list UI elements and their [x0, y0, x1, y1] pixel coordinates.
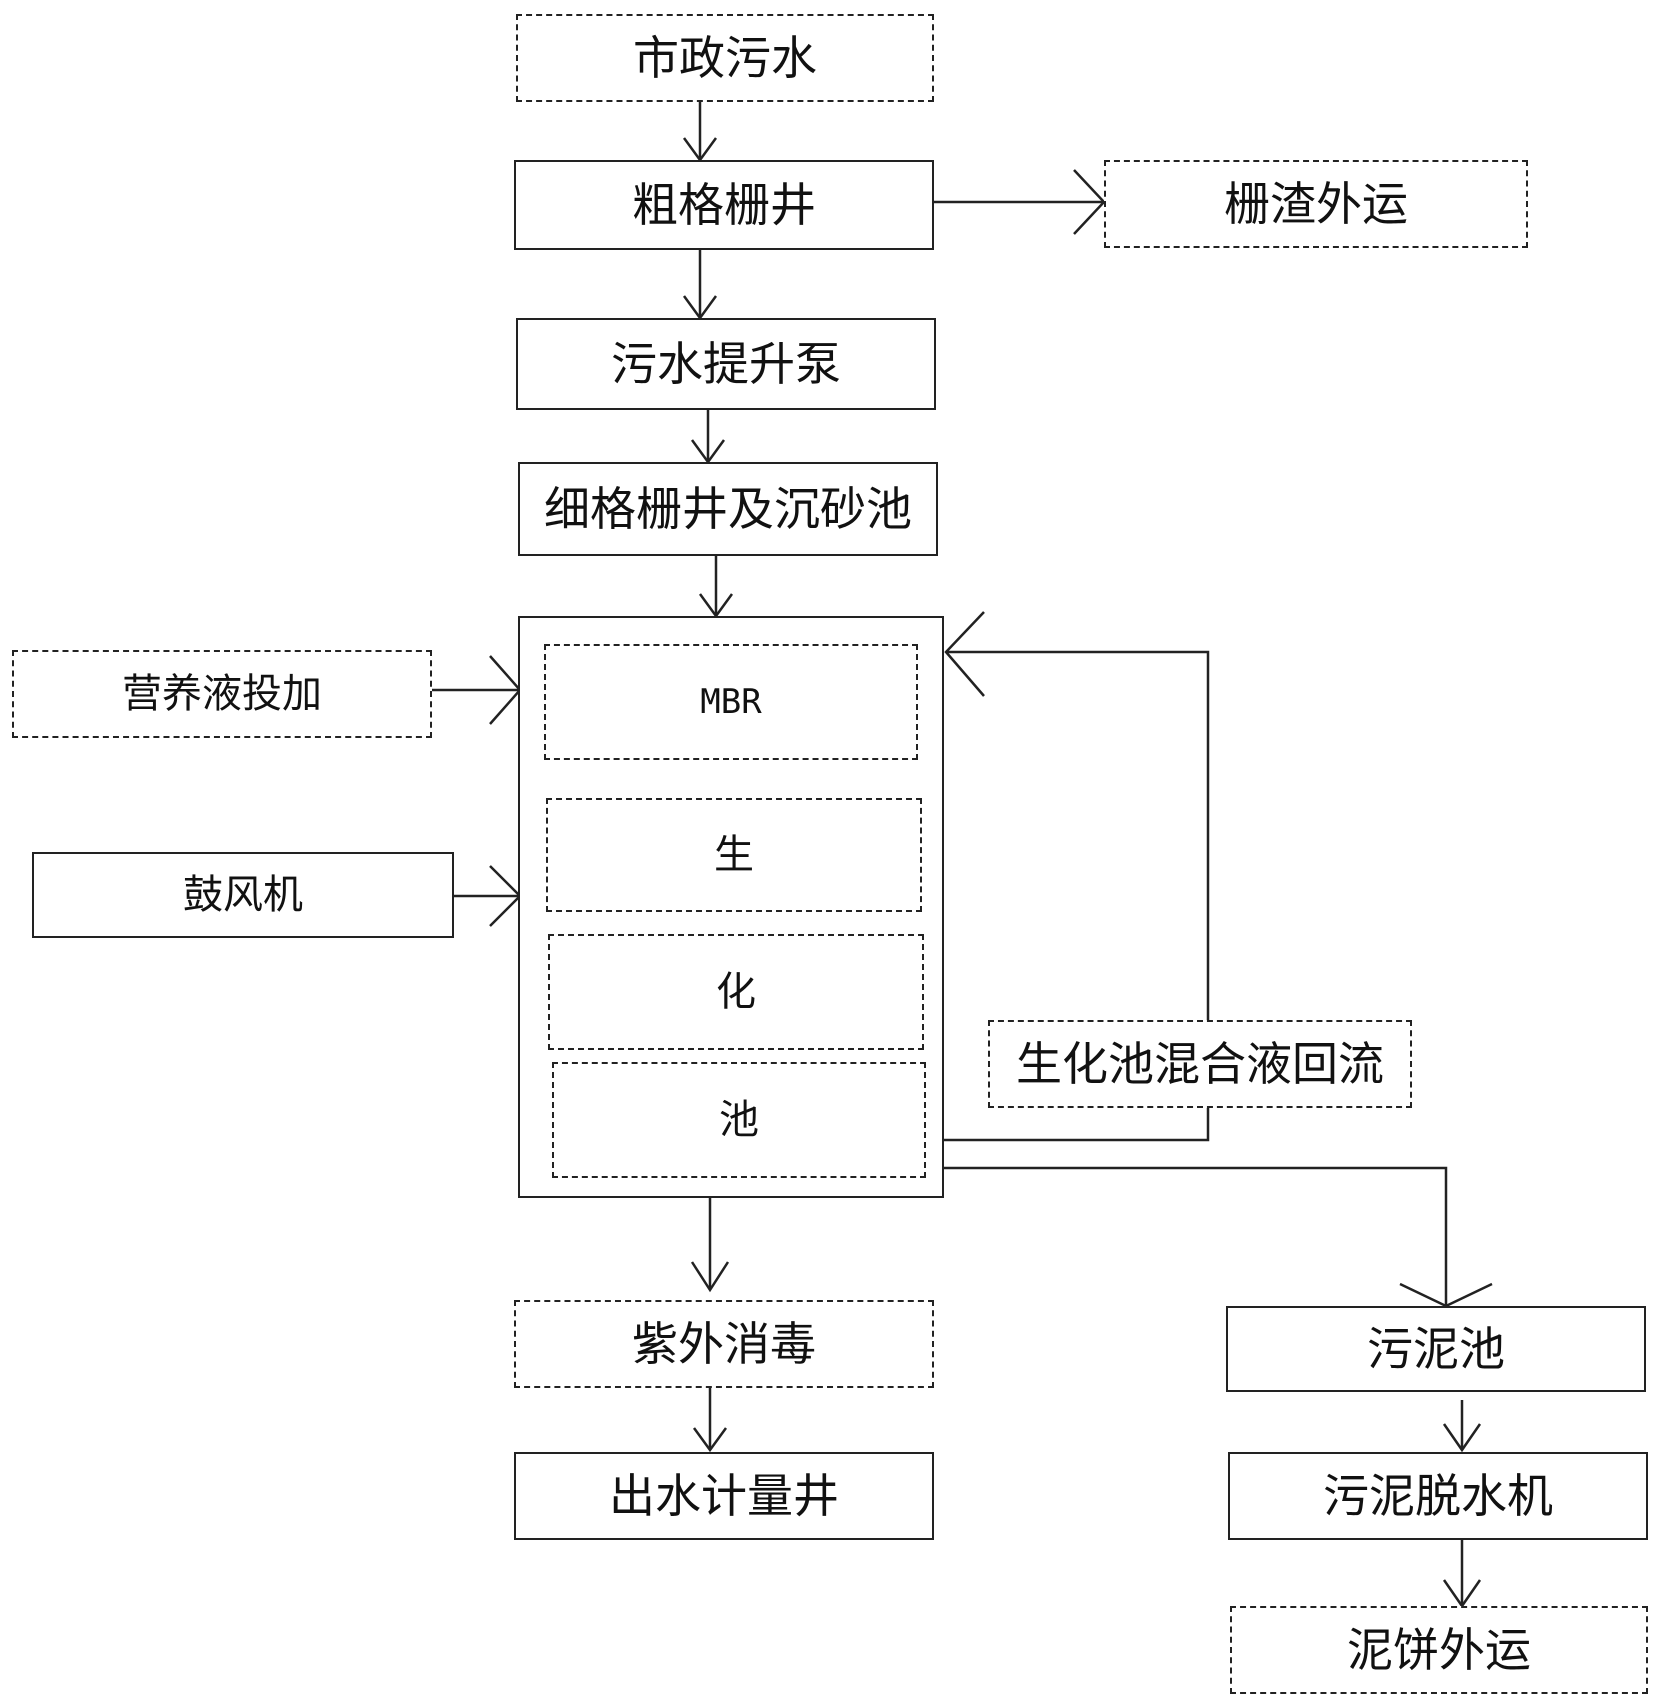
node-bio-section-2: 化 — [548, 934, 924, 1050]
node-fine-screen-grit-label: 细格栅井及沉砂池 — [544, 482, 912, 536]
node-nutrient-dosing: 营养液投加 — [12, 650, 432, 738]
node-sludge-tank-label: 污泥池 — [1367, 1322, 1505, 1376]
node-sludge-dewatering-label: 污泥脱水机 — [1323, 1469, 1553, 1523]
node-bio-char-2: 化 — [716, 969, 756, 1015]
node-lift-pump: 污水提升泵 — [516, 318, 936, 410]
node-effluent-meter-well: 出水计量井 — [514, 1452, 934, 1540]
node-mbr: MBR — [544, 644, 918, 760]
node-uv-disinfection-label: 紫外消毒 — [632, 1317, 816, 1371]
node-mixed-liquor-return-label: 生化池混合液回流 — [1016, 1037, 1384, 1091]
node-coarse-screen-well: 粗格栅井 — [514, 160, 934, 250]
node-mixed-liquor-return: 生化池混合液回流 — [988, 1020, 1412, 1108]
node-bio-section-1: 生 — [546, 798, 922, 912]
node-cake-transport-label: 泥饼外运 — [1347, 1623, 1531, 1677]
arrow-mixed-liquor-return — [944, 650, 1210, 1142]
node-screenings-transport-label: 栅渣外运 — [1224, 177, 1408, 231]
node-cake-transport: 泥饼外运 — [1230, 1606, 1648, 1694]
node-municipal-sewage-label: 市政污水 — [633, 31, 817, 85]
node-mbr-label: MBR — [700, 682, 762, 722]
node-bio-char-3: 池 — [719, 1097, 759, 1143]
node-sludge-dewatering: 污泥脱水机 — [1228, 1452, 1648, 1540]
node-fine-screen-grit: 细格栅井及沉砂池 — [518, 462, 938, 556]
node-blower: 鼓风机 — [32, 852, 454, 938]
arrow-bioreactor-to-sludge-tank — [944, 1166, 1448, 1306]
node-screenings-transport: 栅渣外运 — [1104, 160, 1528, 248]
node-sludge-tank: 污泥池 — [1226, 1306, 1646, 1392]
node-bio-char-1: 生 — [714, 832, 754, 878]
node-lift-pump-label: 污水提升泵 — [611, 337, 841, 391]
node-municipal-sewage: 市政污水 — [516, 14, 934, 102]
node-blower-label: 鼓风机 — [183, 872, 303, 918]
node-nutrient-dosing-label: 营养液投加 — [122, 671, 322, 717]
node-effluent-meter-well-label: 出水计量井 — [609, 1469, 839, 1523]
node-bio-section-3: 池 — [552, 1062, 926, 1178]
node-coarse-screen-well-label: 粗格栅井 — [632, 178, 816, 232]
node-uv-disinfection: 紫外消毒 — [514, 1300, 934, 1388]
